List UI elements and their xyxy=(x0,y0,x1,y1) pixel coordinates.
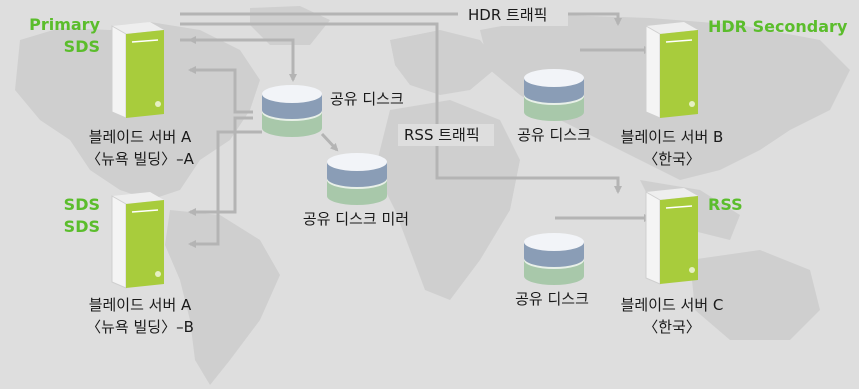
sds-role-line1: SDS xyxy=(63,195,100,214)
rss-role: RSS xyxy=(708,195,743,214)
disk-to-primary-line xyxy=(188,36,295,80)
sds-server-icon xyxy=(111,192,164,289)
primary-server-icon xyxy=(111,22,164,119)
shared-disk-c-label: 공유 디스크 xyxy=(515,290,589,308)
rss-server-name: 블레이드 서버 C xyxy=(620,296,724,314)
sds-server-name: 블레이드 서버 A xyxy=(88,296,192,314)
rss-server-icon xyxy=(645,188,698,285)
south-america-shape xyxy=(165,210,280,385)
primary-role-line2: SDS xyxy=(63,37,100,56)
primary-server-sub: 〈뉴욕 빌딩〉–A xyxy=(86,150,194,168)
disk-to-sds-line xyxy=(188,116,253,216)
shared-disk-primary-label: 공유 디스크 xyxy=(330,90,404,108)
rss-server-sub: 〈한국〉 xyxy=(643,318,701,336)
disk-to-sds-line-2 xyxy=(188,130,262,248)
hdr-secondary-server-icon xyxy=(645,22,698,119)
rss-traffic-label: RSS 트래픽 xyxy=(404,126,480,144)
shared-disk-primary-icon xyxy=(262,85,322,137)
shared-disk-c-icon xyxy=(524,233,584,285)
africa-shape xyxy=(375,100,520,300)
hdr-secondary-role: HDR Secondary xyxy=(708,17,848,36)
shared-disk-b-icon xyxy=(524,69,584,121)
hdr-traffic-line xyxy=(180,12,622,26)
europe-shape xyxy=(390,30,500,95)
hdr-label-bg xyxy=(458,4,568,26)
rss-traffic-line xyxy=(180,22,622,194)
shared-disk-b-label: 공유 디스크 xyxy=(517,126,591,144)
hdr-secondary-server-name: 블레이드 서버 B xyxy=(620,128,724,146)
sds-role-line2: SDS xyxy=(63,217,100,236)
shared-disk-mirror-icon xyxy=(327,153,387,205)
sds-server-sub: 〈뉴욕 빌딩〉–B xyxy=(86,318,194,336)
australia-shape xyxy=(690,250,820,340)
hdr-traffic-label: HDR 트래픽 xyxy=(468,6,548,24)
hdr-secondary-server-sub: 〈한국〉 xyxy=(643,150,701,168)
primary-role-line1: Primary xyxy=(29,15,100,34)
disk-to-primary-line-2 xyxy=(188,66,253,114)
shared-disk-mirror-label: 공유 디스크 미러 xyxy=(302,210,410,228)
rss-label-bg xyxy=(398,124,494,146)
disk-to-mirror-line xyxy=(320,132,339,152)
primary-server-name: 블레이드 서버 A xyxy=(88,128,192,146)
